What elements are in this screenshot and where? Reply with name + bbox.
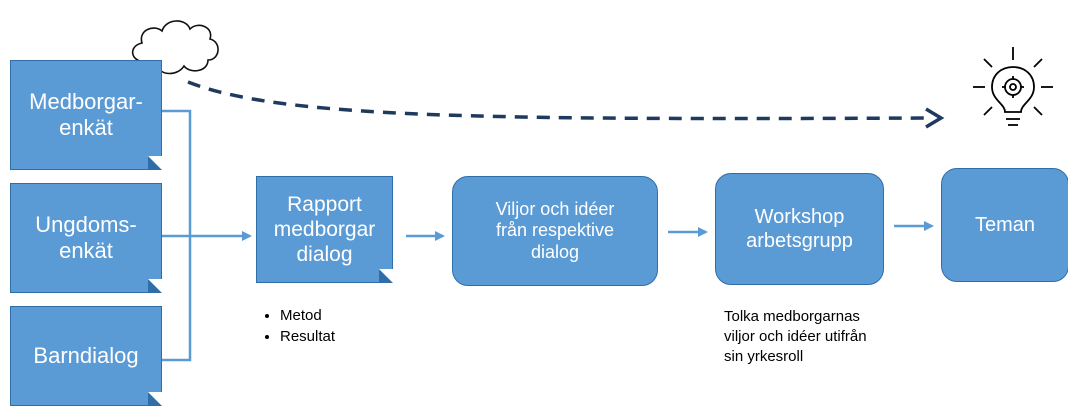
bracket-connector [162, 109, 192, 362]
note-medborgarenkat-label: Medborgar- enkät [29, 88, 143, 140]
note-fold [379, 269, 393, 283]
note-fold [148, 392, 162, 406]
box-themes-label: Teman [974, 214, 1036, 236]
box-wishes: Viljor och idéer från respektive dialog [452, 176, 658, 286]
box-themes: Teman [941, 168, 1068, 282]
note-ungdomsenkat: Ungdoms- enkät [10, 183, 162, 293]
lightbulb-gear-icon [973, 47, 1053, 126]
note-ungdomsenkat-label: Ungdoms- enkät [35, 211, 137, 263]
note-report-label: Rapport medborgar dialog [273, 192, 376, 267]
note-barndialog-label: Barndialog [33, 342, 139, 368]
note-report: Rapport medborgar dialog [256, 176, 393, 283]
note-fold [148, 156, 162, 170]
note-medborgarenkat: Medborgar- enkät [10, 60, 162, 170]
note-fold [148, 279, 162, 293]
box-workshop: Workshop arbetsgrupp [715, 173, 884, 285]
note-barndialog: Barndialog [10, 306, 162, 406]
box-workshop-label: Workshop arbetsgrupp [746, 206, 853, 252]
bullet-item: Resultat [280, 326, 335, 347]
workshop-note-text: Tolka medborgarnas viljor och idéer utif… [724, 308, 867, 365]
dashed-idea-arrow [187, 80, 931, 121]
report-bullet-list: Metod Resultat [258, 305, 335, 347]
bullet-item: Metod [280, 305, 335, 326]
box-wishes-label: Viljor och idéer från respektive dialog [495, 198, 615, 262]
dashed-arrow-head [925, 107, 945, 129]
